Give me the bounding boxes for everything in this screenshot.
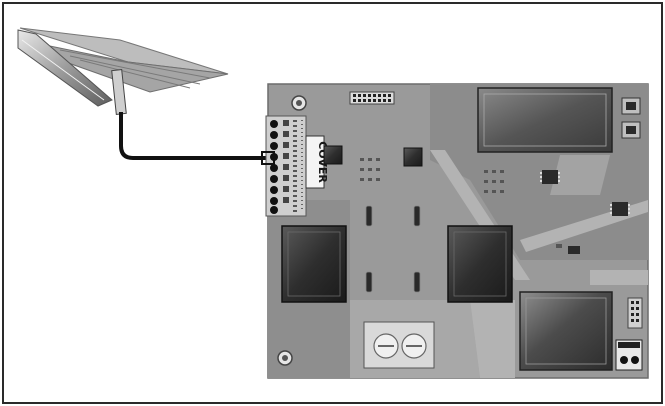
heatsink (519, 291, 613, 371)
ribbon-header (349, 91, 395, 105)
side-connectors (621, 97, 641, 139)
inductor-center (447, 225, 513, 303)
terminal-block (363, 321, 435, 369)
dip-header (627, 297, 643, 329)
inductor-left-inner (287, 231, 341, 297)
inductor-center-inner (453, 231, 507, 297)
ic-chip-center (403, 147, 423, 167)
pin-header (261, 115, 307, 217)
jumper (615, 339, 643, 371)
ic-chip-left (323, 145, 343, 165)
rail-connector (17, 27, 229, 115)
cable (119, 112, 268, 160)
smd-components (360, 158, 504, 193)
inductor-left (281, 225, 347, 303)
resistors (365, 205, 421, 293)
soic-chips (540, 170, 630, 254)
display-window (477, 87, 613, 153)
